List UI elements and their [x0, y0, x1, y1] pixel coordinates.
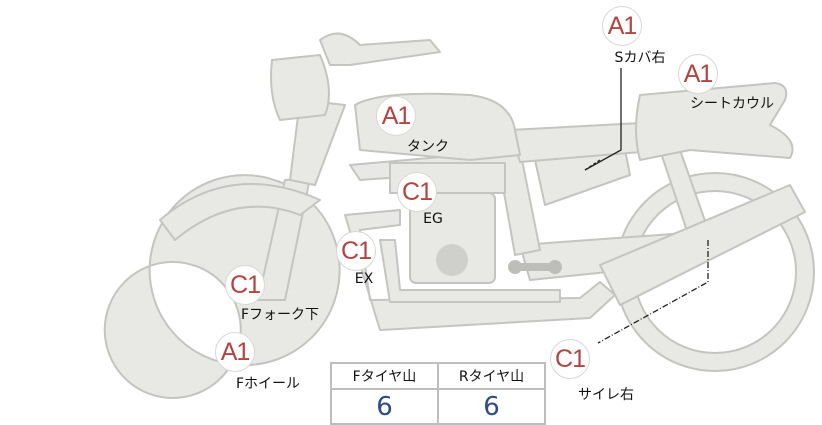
- front-tire-tread-value: 6: [330, 388, 439, 425]
- headlight: [270, 54, 330, 121]
- grade-badge-seat-cowl: A1: [678, 54, 718, 94]
- grade-badge-front-fork: C1: [225, 265, 265, 305]
- tire-tread-table: Fタイヤ山 Rタイヤ山 6 6: [330, 362, 546, 425]
- grade-badge-front-wheel: A1: [215, 332, 255, 372]
- part-label-exhaust: EX: [354, 271, 374, 287]
- grade-badge-side-cover: A1: [602, 6, 642, 46]
- rear-tire-tread-header: Rタイヤ山: [437, 362, 546, 390]
- part-label-side-cover: Sカバ右: [614, 50, 666, 66]
- handlebar: [319, 32, 441, 66]
- muffler: [599, 184, 806, 306]
- grade-badge-muffler: C1: [550, 339, 590, 379]
- part-label-engine: EG: [423, 211, 443, 227]
- part-label-front-wheel: Fホイール: [235, 376, 301, 392]
- part-label-tank: タンク: [407, 139, 449, 155]
- leader-line-muffler: [597, 240, 709, 344]
- grade-badge-exhaust: C1: [336, 231, 376, 271]
- front-tire-tread-header: Fタイヤ山: [330, 362, 439, 390]
- part-label-muffler: サイレ右: [578, 387, 634, 403]
- engine: [409, 192, 496, 284]
- grade-badge-engine: C1: [397, 172, 437, 212]
- rear-tire-tread-value: 6: [437, 388, 546, 425]
- leader-line-side-cover: [584, 68, 622, 171]
- grade-badge-tank: A1: [376, 96, 416, 136]
- part-label-seat-cowl: シートカウル: [690, 96, 774, 112]
- front-fender: [159, 183, 321, 241]
- part-label-front-fork: Fフォーク下: [240, 307, 320, 323]
- seat-cowl: [635, 82, 794, 161]
